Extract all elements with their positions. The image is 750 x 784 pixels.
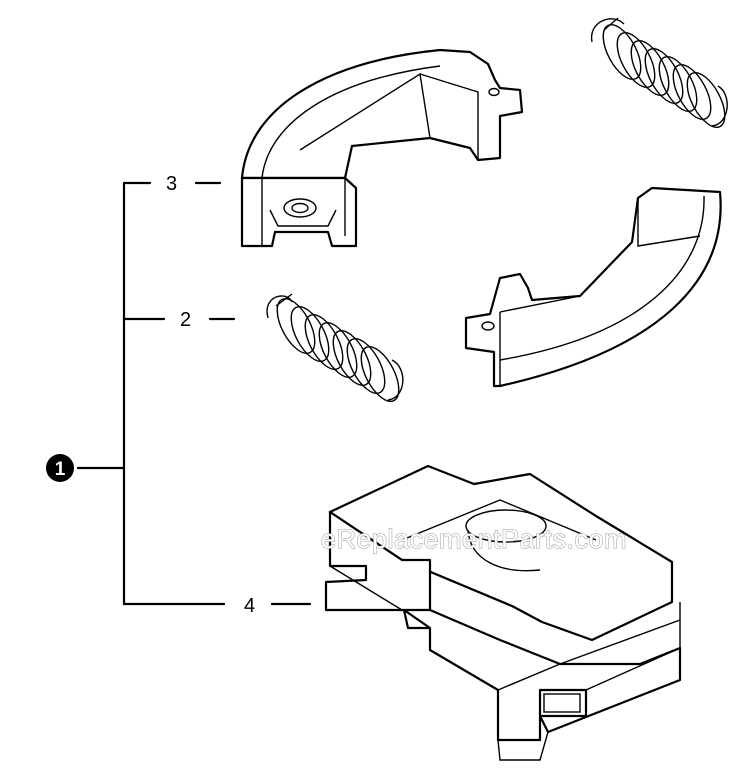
- assembly-badge-label: 1: [55, 459, 66, 480]
- spring-left: [266, 293, 404, 402]
- watermark: eReplacementParts.com: [321, 524, 627, 554]
- callout-2: 2: [180, 309, 191, 331]
- leader-lines: [76, 181, 312, 606]
- callout-4: 4: [244, 595, 255, 617]
- clutch-shoe-lower: [464, 186, 722, 388]
- clutch-shoe-upper: [240, 48, 524, 248]
- callout-3: 3: [166, 173, 177, 195]
- spring-upper-right: [591, 17, 728, 128]
- clutch-hub: [324, 464, 682, 761]
- assembly-badge: 1: [46, 454, 74, 482]
